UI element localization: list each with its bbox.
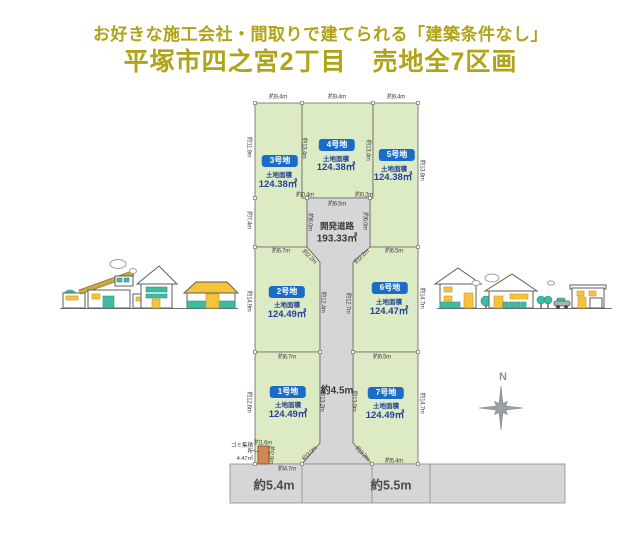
front-road-left-width: 約5.4m — [253, 478, 295, 493]
garbage-station-label: ゴミ集積所 4.47㎡ — [228, 443, 253, 462]
dim-road-mid-right: 約12.7m — [344, 292, 351, 314]
dim-garbage-depth: 約2.8m — [267, 446, 274, 464]
garbage-station-shape — [257, 445, 270, 465]
plot-1-badge: 1号地 — [269, 386, 307, 398]
dim-plot4-left: 約13.4m — [300, 137, 307, 159]
dim-top-plot3: 約9.4m — [269, 94, 287, 101]
plot-3-area: 124.38㎡ — [258, 179, 298, 190]
plot-7-badge: 7号地 — [367, 387, 405, 399]
road-width: 約4.5m — [320, 385, 354, 397]
dim-garbage-width: 約1.6m — [254, 440, 272, 447]
plot-6-badge: 6号地 — [371, 282, 409, 294]
cloud-icon — [471, 280, 481, 286]
dim-road-top-width: 約6.5m — [328, 201, 346, 208]
plot-2-area: 124.49㎡ — [267, 309, 307, 320]
plot-5-area: 124.38㎡ — [373, 172, 413, 183]
plot-5-area-caption: 土地面積 — [381, 166, 407, 173]
cloud-icon — [109, 259, 127, 269]
dim-plot4-right: 約13.4m — [364, 139, 371, 161]
plot-5-badge: 5号地 — [378, 149, 416, 161]
plot-4-area-caption: 土地面積 — [323, 156, 349, 163]
house-icon — [182, 281, 240, 294]
garbage-leader-line — [251, 449, 259, 453]
dim-right-plot7: 約14.7m — [418, 392, 425, 414]
plot-4-badge: 4号地 — [318, 139, 356, 151]
plot-6-area: 124.47㎡ — [369, 306, 409, 317]
dim-width-plot6: 約6.5m — [385, 248, 403, 255]
road-name: 開発道路 — [319, 221, 355, 231]
dim-left-plot1: 約12.6m — [245, 391, 252, 413]
dim-bottom-plot1: 約4.7m — [278, 466, 296, 473]
plot-7-area: 124.49㎡ — [365, 410, 405, 421]
dim-width-plot7: 約6.5m — [373, 354, 391, 361]
flyer-title: 平塚市四之宮2丁目 売地全7区画 — [123, 48, 518, 76]
plot-2-area-caption: 土地面積 — [274, 302, 300, 309]
plot-4-area: 124.38㎡ — [316, 162, 356, 173]
front-road-shape — [229, 463, 566, 504]
cloud-icon — [129, 268, 137, 274]
dim-top-plot4: 約9.4m — [328, 94, 346, 101]
plot-3-badge: 3号地 — [261, 155, 299, 167]
dim-bottom-plot7: 約5.4m — [385, 458, 403, 465]
tree-icon — [543, 295, 553, 305]
garbage-station-name: ゴミ集積所 — [230, 443, 253, 456]
dim-road-offset-right: 約0.2m — [355, 192, 373, 199]
dim-width-plot1: 約6.7m — [278, 354, 296, 361]
dim-top-plot5: 約9.4m — [387, 94, 405, 101]
dim-left-plot2: 約14.9m — [245, 290, 252, 312]
dim-road-mid-left: 約12.4m — [319, 291, 326, 313]
plot-1-area-caption: 土地面積 — [275, 402, 301, 409]
dim-right-plot6: 約14.7m — [418, 287, 425, 309]
plot-3-area-caption: 土地面積 — [266, 172, 292, 179]
dim-road-offset-left: 約0.4m — [296, 192, 314, 199]
flyer-subtitle: お好きな施工会社・間取りで建てられる「建築条件なし」 — [93, 25, 548, 44]
dim-road-side-right: 約6.0m — [361, 212, 368, 230]
plot-7-area-caption: 土地面積 — [373, 403, 399, 410]
dim-road-side-left: 約6.0m — [306, 213, 313, 231]
dim-right-plot5: 約13.8m — [418, 159, 425, 181]
house-icon — [135, 265, 179, 285]
cloud-icon — [547, 280, 555, 286]
plot-2-badge: 2号地 — [268, 286, 306, 298]
houses-right-illustration — [433, 267, 612, 309]
compass-icon — [478, 385, 524, 431]
dim-left-road: 約7.4m — [245, 211, 252, 229]
car-icon — [553, 297, 571, 309]
vertex-markers — [253, 101, 420, 466]
cloud-icon — [484, 273, 500, 283]
plot-6-area-caption: 土地面積 — [376, 299, 402, 306]
dim-width-plot2: 約6.7m — [272, 248, 290, 255]
houses-left-illustration — [60, 259, 240, 309]
garbage-station-area: 4.47㎡ — [236, 455, 253, 462]
plot-1-area: 124.49㎡ — [268, 409, 308, 420]
road-area: 193.33㎡ — [316, 233, 358, 245]
compass-north-label: N — [499, 371, 507, 383]
front-road-right-width: 約5.5m — [370, 478, 412, 493]
dim-left-plot3: 約11.9m — [245, 136, 252, 158]
